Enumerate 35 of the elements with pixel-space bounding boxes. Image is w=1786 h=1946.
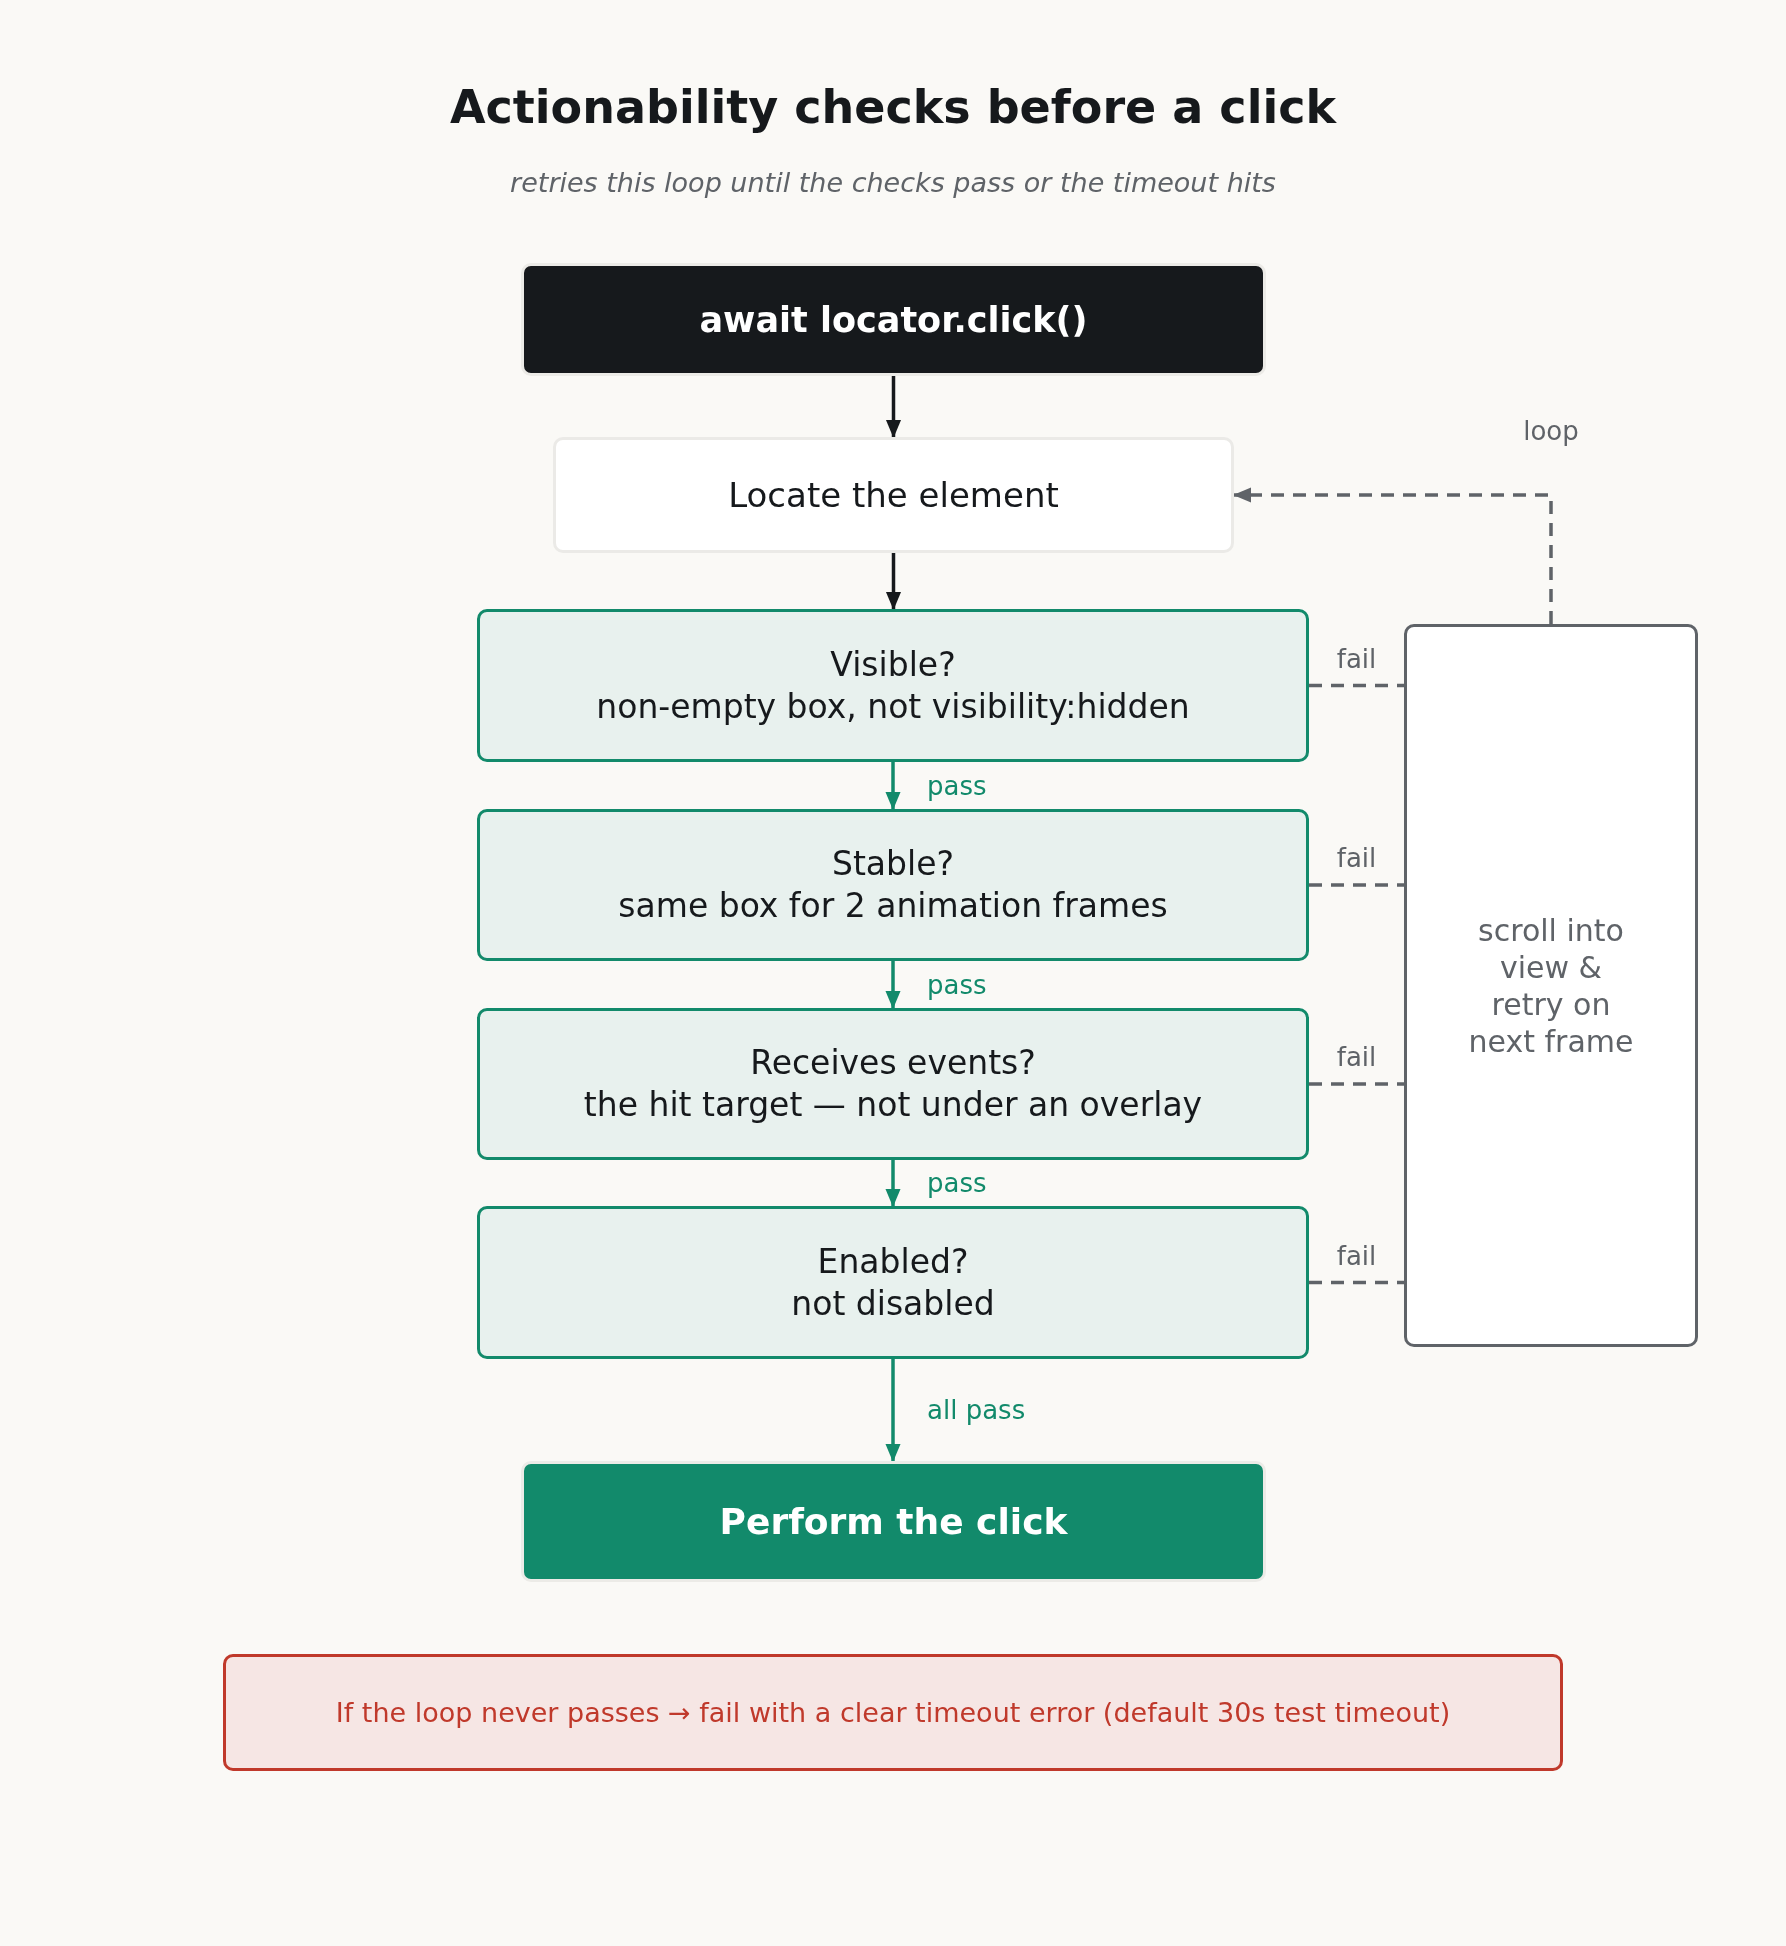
- check-box: [477, 1008, 1309, 1160]
- dashed-arrow: [1233, 487, 1553, 624]
- arrow: [885, 961, 901, 1009]
- arrow: [885, 376, 902, 438]
- start-box: [521, 263, 1266, 376]
- check-box: [477, 809, 1309, 961]
- arrow: [885, 1160, 901, 1207]
- arrow: [885, 553, 902, 610]
- dashed-connector-line: [1309, 683, 1404, 688]
- check-title: Stable?: [831, 843, 954, 885]
- check-description: non-empty box, not visibility:hidden: [596, 685, 1190, 728]
- box-label: Perform the click: [719, 1499, 1068, 1544]
- note-box: [223, 1654, 1563, 1771]
- retry-box: [1404, 624, 1698, 1347]
- box-label: await locator.click(): [699, 298, 1088, 342]
- check-description: same box for 2 animation frames: [618, 885, 1168, 927]
- diagram-title: Actionability checks before a click: [449, 80, 1337, 135]
- check-description: the hit target — not under an overlay: [583, 1084, 1203, 1126]
- dashed-connector-line: [1309, 1280, 1404, 1285]
- check-box: [477, 609, 1309, 762]
- box-label: Locate the element: [728, 474, 1059, 516]
- note-text: If the loop never passes → fail with a clear timeout error (default 30s test timeout): [335, 1695, 1451, 1730]
- arrow: [885, 1359, 901, 1462]
- diagram-subtitle: retries this loop until the checks pass or the timeout hits: [510, 167, 1276, 199]
- check-title: Visible?: [830, 643, 956, 686]
- box-label: scroll into view & retry on next frame: [1467, 911, 1635, 1060]
- action-box: [521, 1461, 1266, 1582]
- check-title: Enabled?: [817, 1240, 969, 1283]
- check-box: [477, 1206, 1309, 1359]
- dashed-connector-line: [1309, 1082, 1404, 1086]
- process-box: [553, 437, 1234, 553]
- check-title: Receives events?: [750, 1042, 1036, 1084]
- arrow: [885, 762, 901, 810]
- check-description: not disabled: [791, 1282, 995, 1325]
- dashed-connector-line: [1309, 883, 1404, 887]
